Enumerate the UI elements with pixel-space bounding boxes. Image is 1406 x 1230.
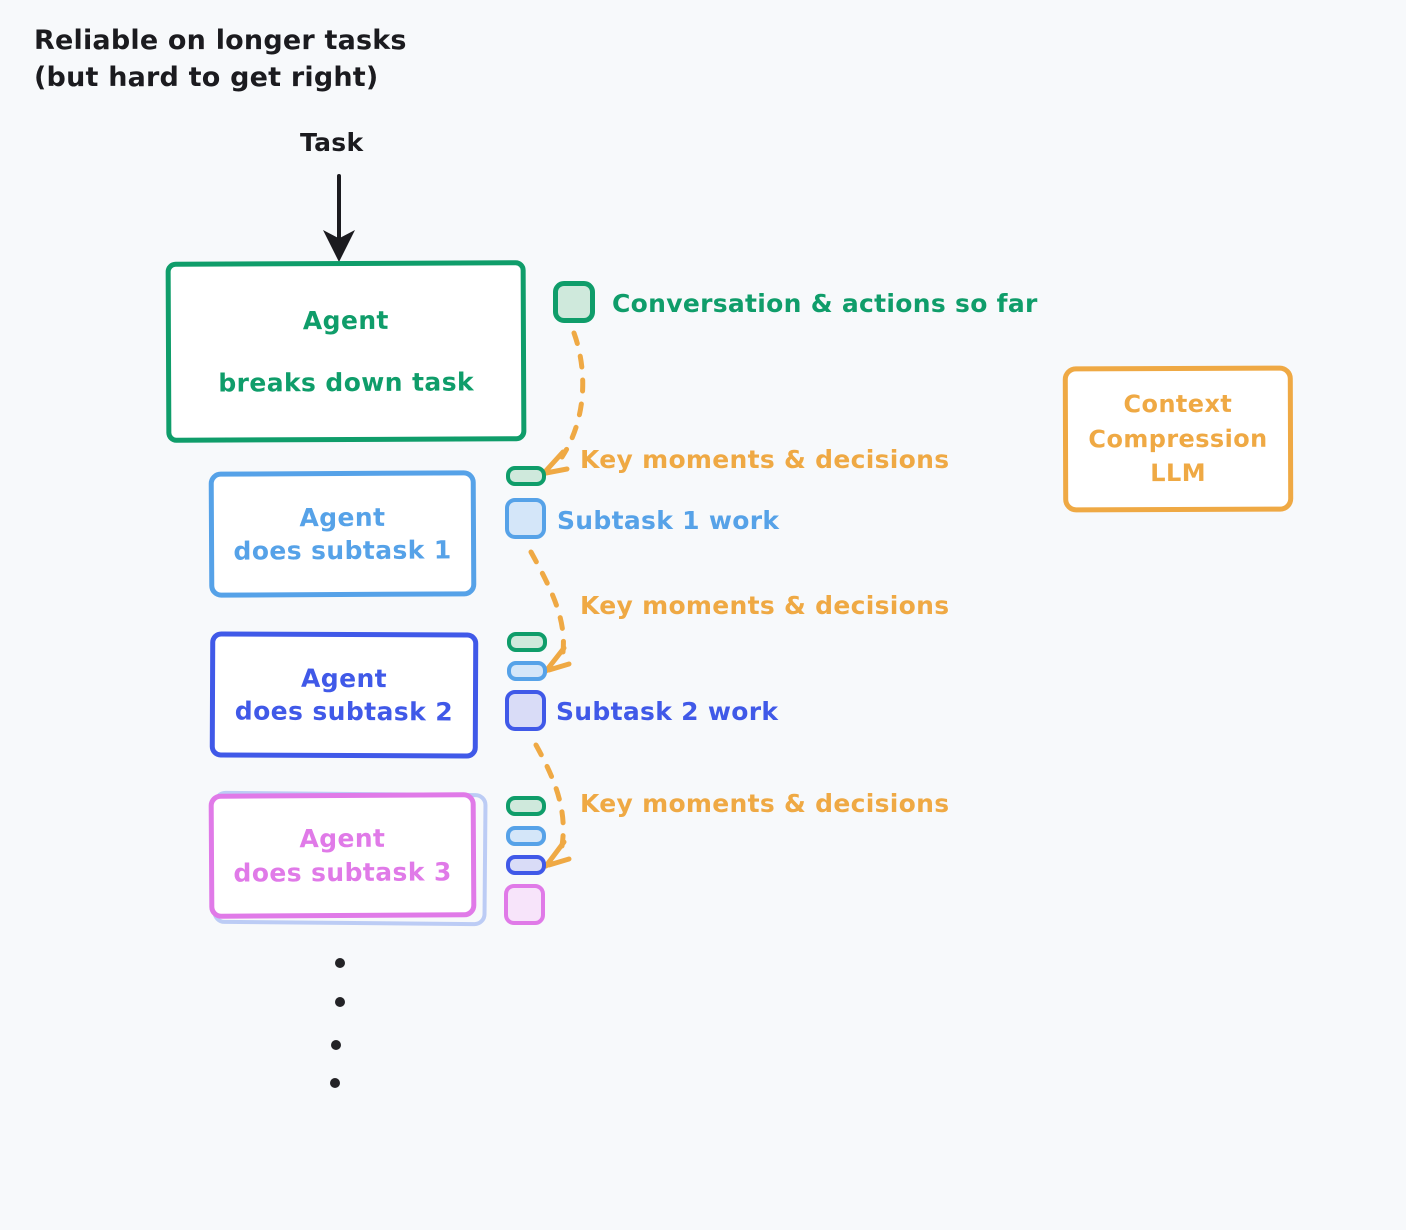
memory-chip-green-pill-row1[interactable] <box>506 466 546 486</box>
label-subtask2-work: Subtask 2 work <box>556 697 779 726</box>
box-main-line2: breaks down task <box>218 366 475 398</box>
compression-arrow-1 <box>540 330 586 477</box>
box-sub1-line1: Agent <box>299 502 386 532</box>
box-sub2-line2: does subtask 2 <box>234 696 454 727</box>
label-key-moments-2: Key moments & decisions <box>580 591 950 620</box>
memory-chip-green-pill-row3[interactable] <box>506 796 546 816</box>
memory-chip-subtask2-work[interactable] <box>505 690 546 731</box>
memory-chip-blue-pill-row2[interactable] <box>507 661 547 681</box>
agent-subtask-3-box[interactable]: Agent does subtask 3 <box>208 792 477 919</box>
box-compression-line3: LLM <box>1150 459 1206 488</box>
memory-chip-green-pill-row2[interactable] <box>507 632 547 652</box>
label-subtask1-work: Subtask 1 work <box>557 506 780 535</box>
memory-chip-blue-pill-row3[interactable] <box>506 826 546 846</box>
box-main-line1: Agent <box>302 305 389 336</box>
label-key-moments-3: Key moments & decisions <box>580 789 950 818</box>
box-sub3-line1: Agent <box>299 823 386 854</box>
label-key-moments-1: Key moments & decisions <box>580 445 950 474</box>
box-sub2-line1: Agent <box>301 663 388 693</box>
page-title: Reliable on longer tasks (but hard to ge… <box>34 25 407 94</box>
memory-chip-conversation[interactable] <box>553 281 595 323</box>
memory-chip-subtask3-work[interactable] <box>504 884 545 925</box>
compression-arrow-2 <box>528 549 572 674</box>
agent-subtask-1-box[interactable]: Agent does subtask 1 <box>208 470 477 598</box>
box-sub3-line2: does subtask 3 <box>233 856 452 888</box>
box-compression-line2: Compression <box>1088 424 1268 453</box>
ellipsis-dot <box>331 1040 341 1050</box>
agent-subtask-2-box[interactable]: Agent does subtask 2 <box>209 631 479 759</box>
memory-chip-subtask1-work[interactable] <box>505 498 546 539</box>
agent-breaks-down-task-box[interactable]: Agent breaks down task <box>165 260 527 443</box>
memory-chip-indigo-pill-row3[interactable] <box>506 855 546 875</box>
box-sub1-line2: does subtask 1 <box>233 535 452 566</box>
label-conversation: Conversation & actions so far <box>612 289 1038 318</box>
ellipsis-dot <box>335 997 345 1007</box>
ellipsis-dot <box>330 1078 340 1088</box>
context-compression-llm-box[interactable]: Context Compression LLM <box>1062 365 1294 513</box>
ellipsis-dot <box>335 958 345 968</box>
box-compression-line1: Context <box>1123 389 1233 418</box>
task-input-label: Task <box>300 128 364 157</box>
